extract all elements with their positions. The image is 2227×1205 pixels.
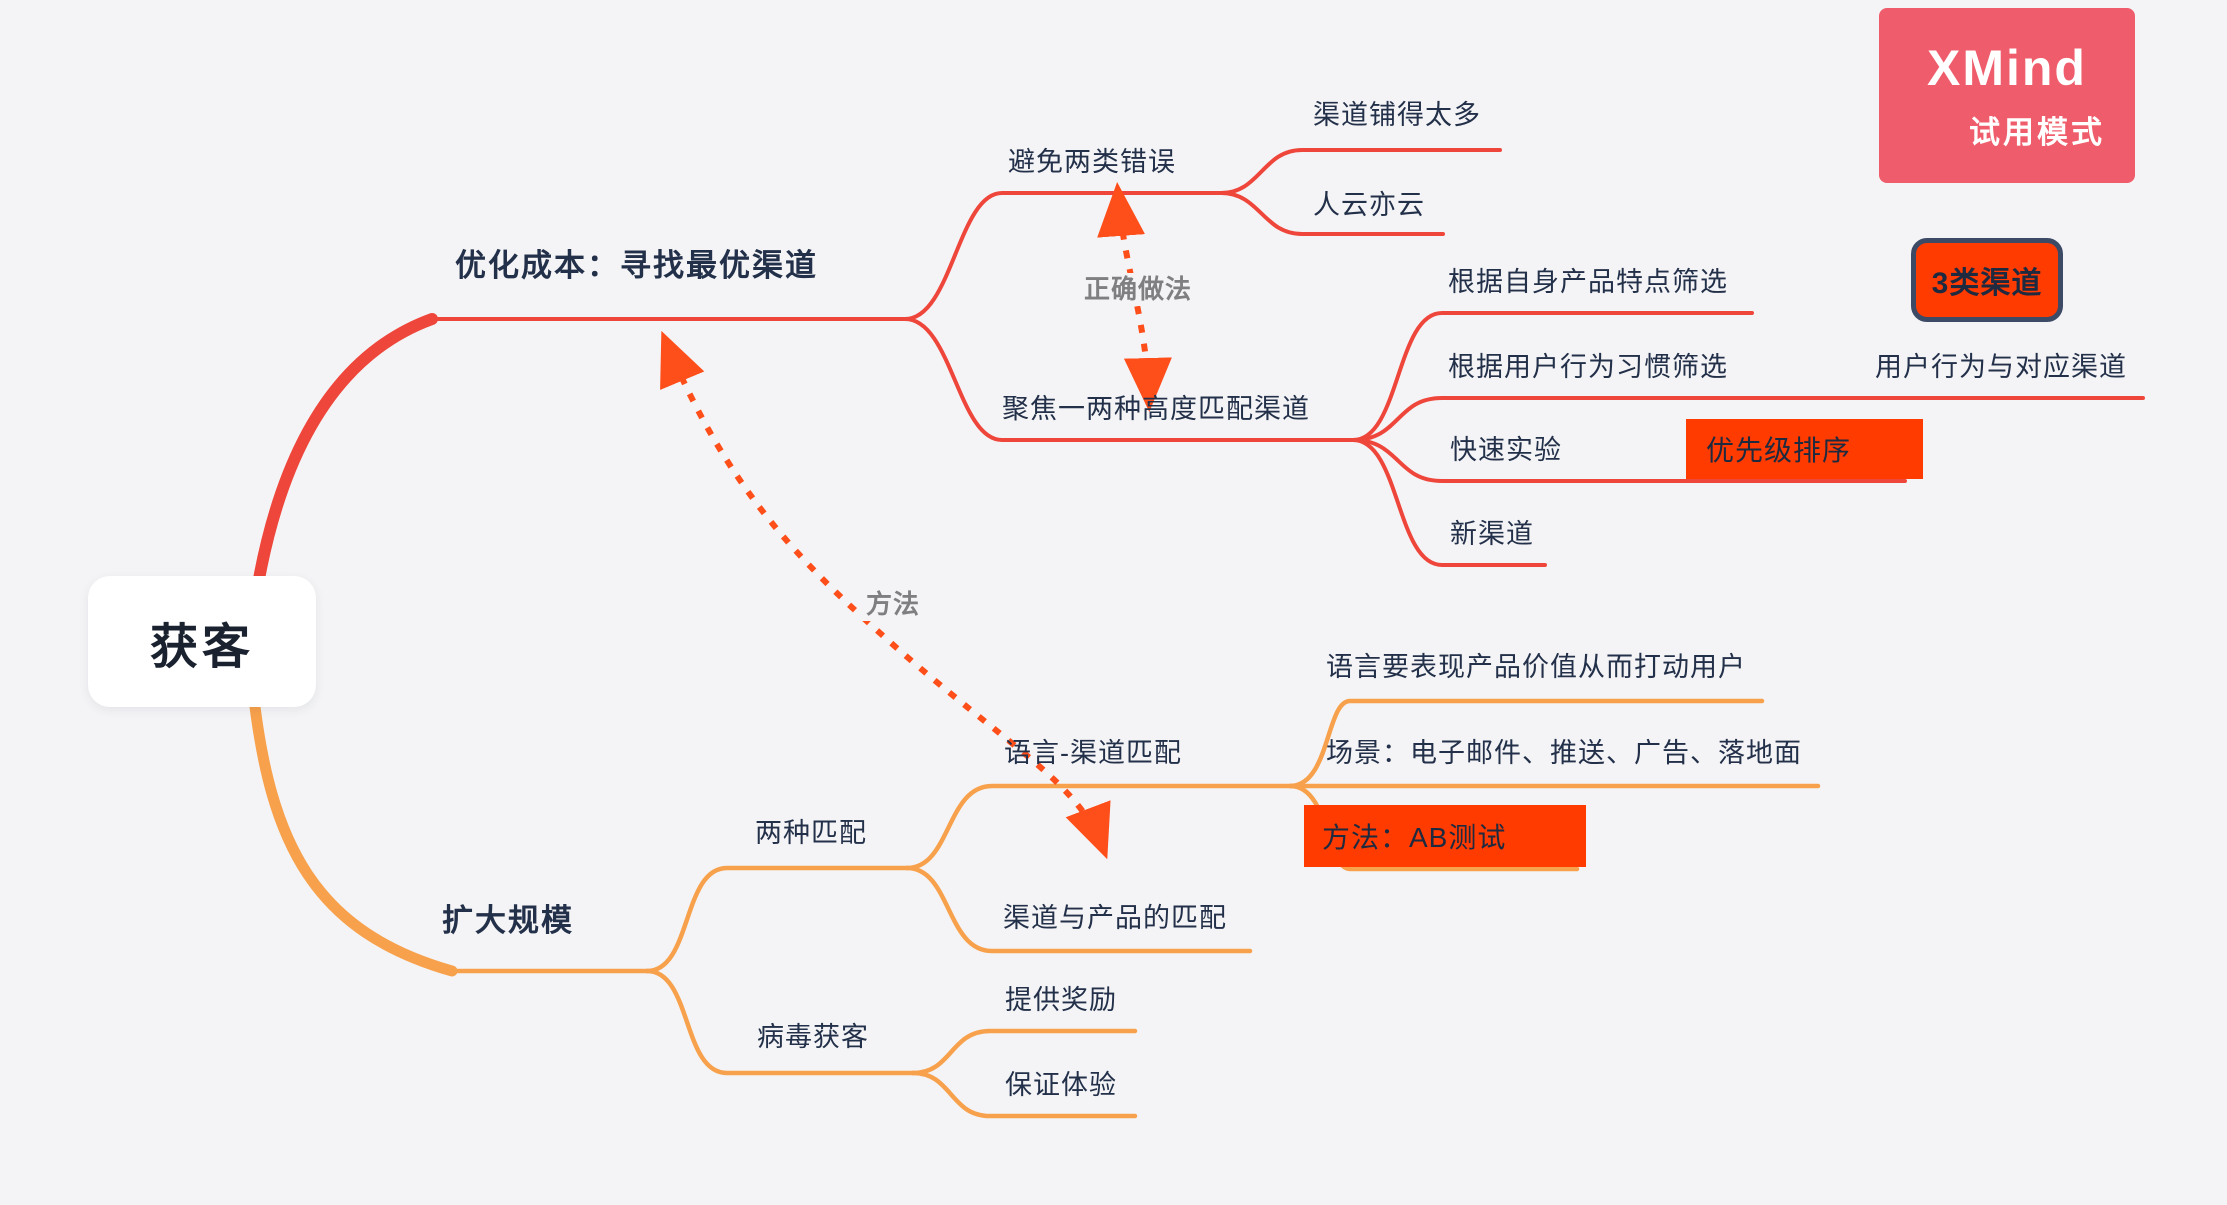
topic-avoid-mistakes[interactable]: 避免两类错误 (1008, 147, 1176, 177)
branch-toomany-curve (1219, 148, 1502, 195)
topic-scale-up[interactable]: 扩大规模 (442, 903, 574, 938)
topic-optimize-cost[interactable]: 优化成本：寻找最优渠道 (455, 248, 818, 283)
topic-offer-reward[interactable]: 提供奖励 (1005, 985, 1117, 1015)
topic-scenes[interactable]: 场景：电子邮件、推送、广告、落地面 (1326, 738, 1802, 768)
branch-newchannel-curve (1351, 438, 1547, 567)
topic-new-channel[interactable]: 新渠道 (1450, 519, 1534, 549)
topic-viral-acquisition[interactable]: 病毒获客 (757, 1022, 869, 1052)
topic-channel-product-match[interactable]: 渠道与产品的匹配 (1003, 903, 1227, 933)
branch-valuelang-curve (1287, 698, 1765, 789)
branch-reward-curve (910, 1028, 1138, 1076)
topic-filter-by-behavior[interactable]: 根据用户行为习惯筛选 (1448, 352, 1728, 382)
topic-ab-test-method[interactable]: 方法：AB测试 (1304, 805, 1586, 867)
branch-avoid-curve (903, 191, 1223, 321)
topic-quick-experiment[interactable]: 快速实验 (1450, 435, 1562, 465)
topic-behavior-channel-map[interactable]: 用户行为与对应渠道 (1875, 352, 2127, 382)
trial-mode-label: 试用模式 (1969, 115, 2105, 150)
xmind-logo-text: XMind (1927, 40, 2087, 96)
relation-label-method[interactable]: 方法 (860, 588, 927, 622)
branch-orange-trunk (247, 684, 458, 977)
topic-too-many-channels[interactable]: 渠道铺得太多 (1313, 100, 1481, 130)
floating-topic-channel-types[interactable]: 3类渠道 (1911, 238, 2063, 322)
branch-bybehavior-curve (1351, 396, 2145, 442)
branch-viral-curve (644, 968, 916, 1076)
branch-byproduct-curve (1351, 311, 1754, 442)
branch-channelproduct-curve (904, 865, 1253, 954)
relation-label-correct-way[interactable]: 正确做法 (1078, 273, 1199, 307)
root-topic[interactable]: 获客 (88, 576, 316, 707)
topic-two-matches[interactable]: 两种匹配 (755, 818, 867, 848)
topic-priority-ranking[interactable]: 优先级排序 (1686, 419, 1923, 479)
topic-filter-by-product[interactable]: 根据自身产品特点筛选 (1448, 267, 1728, 297)
branch-herd-curve (1219, 191, 1445, 236)
branch-quicktest-curve (1351, 438, 1907, 483)
topic-follow-the-crowd[interactable]: 人云亦云 (1313, 190, 1425, 220)
topic-language-shows-value[interactable]: 语言要表现产品价值从而打动用户 (1326, 652, 1746, 682)
xmind-trial-watermark: XMind 试用模式 (1879, 8, 2135, 183)
topic-ensure-experience[interactable]: 保证体验 (1005, 1070, 1117, 1100)
branch-experience-curve (910, 1070, 1138, 1119)
branch-twomatch-curve (644, 865, 910, 974)
topic-language-channel-match[interactable]: 语言-渠道匹配 (1004, 738, 1182, 768)
topic-focus-matching-channels[interactable]: 聚焦一两种高度匹配渠道 (1002, 394, 1310, 424)
